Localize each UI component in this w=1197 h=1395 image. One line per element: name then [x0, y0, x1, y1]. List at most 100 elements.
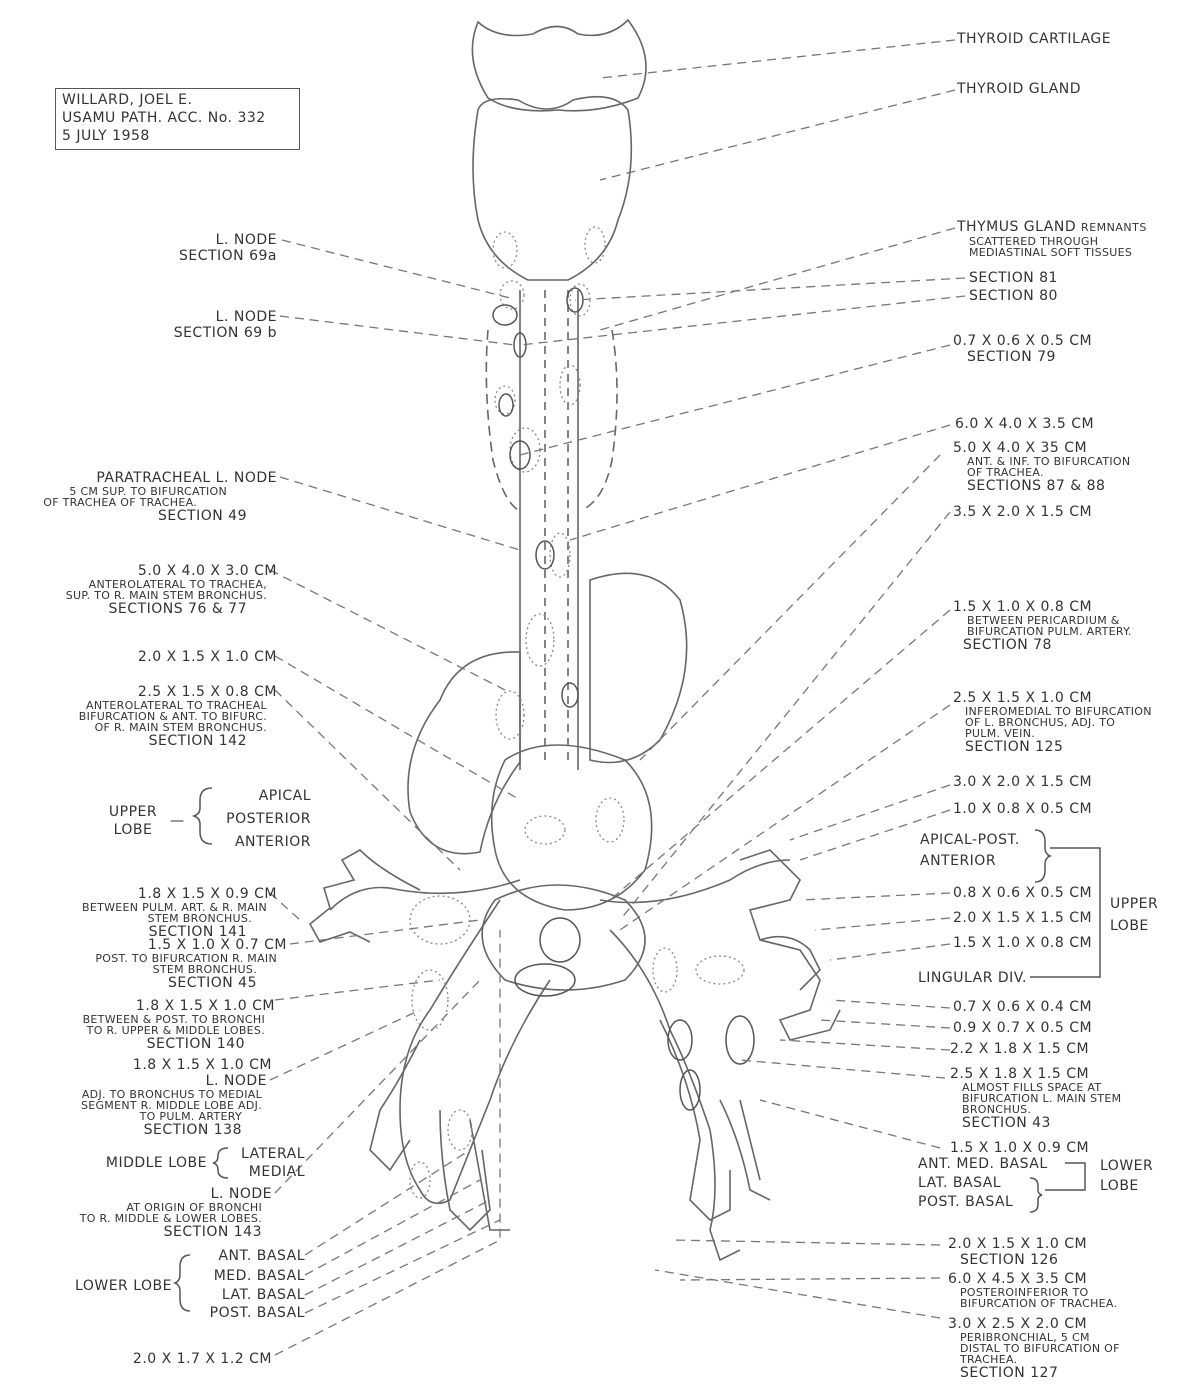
r15-size: 2.5 X 1.8 X 1.5 CM	[950, 1066, 1089, 1082]
r18-note-2: BIFURCATION OF TRACHEA.	[960, 1298, 1117, 1309]
n69b-section: SECTION 69 b	[174, 325, 277, 341]
f-size: 1.8 X 1.5 X 1.0 CM	[83, 998, 275, 1014]
label-thymus: THYMUS GLAND REMNANTS SCATTERED THROUGH …	[957, 219, 1147, 258]
r3-size: 5.0 X 4.0 X 35 CM	[953, 440, 1087, 456]
label-lower-lobe-right: LOWER LOBE	[1100, 1156, 1170, 1196]
node-shape	[499, 394, 513, 416]
leader-line	[570, 425, 950, 540]
c-size: 2.5 X 1.5 X 0.8 CM	[79, 684, 277, 700]
label-r19: 3.0 X 2.5 X 2.0 CM PERIBRONCHIAL, 5 CM D…	[948, 1316, 1120, 1381]
left-main-bronchus	[600, 860, 790, 1260]
leader-line	[275, 656, 520, 800]
node-shape	[696, 956, 744, 984]
label-r3: 5.0 X 4.0 X 35 CM ANT. & INF. TO BIFURCA…	[953, 440, 1130, 494]
label-r7: 3.0 X 2.0 X 1.5 CM	[953, 774, 1092, 790]
left-pulm-mass	[590, 573, 687, 762]
node-shape	[653, 948, 677, 992]
label-r11: 1.5 X 1.0 X 0.8 CM	[953, 935, 1092, 951]
r6-section: SECTION 125	[965, 739, 1152, 755]
leader-line	[780, 1040, 950, 1050]
r5-note-2: BIFURCATION PULM. ARTERY.	[967, 626, 1132, 637]
leader-line	[600, 90, 955, 180]
leader-line	[830, 944, 950, 960]
node-shape	[515, 964, 575, 996]
e-section: SECTION 45	[95, 975, 257, 991]
leader-line	[620, 705, 950, 930]
label-r16: 1.5 X 1.0 X 0.9 CM	[950, 1140, 1089, 1156]
upper-lobe-dash: —	[170, 813, 185, 829]
node-shape	[562, 683, 578, 707]
a-size: 5.0 X 4.0 X 3.0 CM	[66, 563, 277, 579]
leader-line	[275, 980, 440, 1000]
leader-line	[575, 278, 965, 300]
leader-line	[270, 1010, 420, 1080]
brace-right-lower	[1030, 1178, 1042, 1212]
thymus-note-2: MEDIASTINAL SOFT TISSUES	[969, 247, 1147, 258]
thyroid-cartilage-shape	[472, 20, 646, 111]
label-r1: 0.7 X 0.6 X 0.5 CM SECTION 79	[953, 333, 1092, 365]
case-date: 5 JULY 1958	[62, 127, 293, 145]
leader-line	[305, 1180, 480, 1275]
r3-note-2: OF TRACHEA.	[967, 467, 1130, 478]
leader-line	[600, 40, 955, 78]
leader-line	[610, 610, 950, 900]
r17-size: 2.0 X 1.5 X 1.0 CM	[948, 1236, 1087, 1252]
node-shape	[410, 1162, 430, 1198]
right-upper-branches	[310, 850, 420, 942]
leader-line	[820, 1020, 950, 1028]
label-apical-post: APICAL-POST.	[920, 832, 1020, 848]
brace-left-middle	[213, 1148, 228, 1178]
label-a: 5.0 X 4.0 X 3.0 CM ANTEROLATERAL TO TRAC…	[66, 563, 277, 617]
leader-line	[800, 893, 950, 900]
case-accession: USAMU PATH. ACC. No. 332	[62, 109, 293, 127]
label-r8: 1.0 X 0.8 X 0.5 CM	[953, 801, 1092, 817]
r15-section: SECTION 43	[962, 1115, 1121, 1131]
label-upper-lobe-left: UPPER LOBE	[98, 803, 168, 839]
leader-line	[760, 1100, 940, 1148]
leader-line	[520, 296, 965, 345]
label-i: 2.0 X 1.7 X 1.2 CM	[133, 1351, 272, 1367]
d-note-2: STEM BRONCHUS.	[82, 913, 252, 924]
r5-size: 1.5 X 1.0 X 0.8 CM	[953, 599, 1092, 615]
leader-line	[740, 1060, 945, 1078]
brace-left-upper	[194, 788, 212, 844]
label-b: 2.0 X 1.5 X 1.0 CM	[138, 649, 277, 665]
label-r12: 0.7 X 0.6 X 0.4 CM	[953, 999, 1092, 1015]
leader-line	[280, 477, 520, 550]
label-section-81: SECTION 81	[969, 270, 1058, 286]
g-node: L. NODE	[81, 1073, 267, 1089]
e-size: 1.5 X 1.0 X 0.7 CM	[95, 937, 287, 953]
g-size: 1.8 X 1.5 X 1.0 CM	[81, 1057, 272, 1073]
h-node: L. NODE	[80, 1186, 272, 1202]
node-shape	[493, 232, 517, 268]
a-section: SECTIONS 76 & 77	[66, 601, 247, 617]
case-name: WILLARD, JOEL E.	[62, 91, 293, 109]
label-anterior-right: ANTERIOR	[920, 853, 996, 869]
leader-line	[670, 1240, 940, 1245]
a-note-2: SUP. TO R. MAIN STEM BRONCHUS.	[66, 590, 267, 601]
r19-section: SECTION 127	[960, 1365, 1120, 1381]
n69a-section: SECTION 69a	[179, 248, 277, 264]
h-note-2: TO R. MIDDLE & LOWER LOBES.	[80, 1213, 262, 1224]
node-shape	[560, 365, 580, 405]
node-shape	[412, 970, 448, 1030]
thymus-remnants: REMNANTS	[1081, 221, 1147, 234]
thyroid-gland-shape	[473, 97, 631, 280]
leader-line	[600, 228, 955, 330]
leader-line	[680, 1278, 940, 1280]
r19-note-3: TRACHEA.	[960, 1354, 1120, 1365]
label-n69b: L. NODE SECTION 69 b	[174, 309, 277, 341]
label-thyroid-gland: THYROID GLAND	[957, 81, 1081, 97]
label-section-80: SECTION 80	[969, 288, 1058, 304]
label-d: 1.8 X 1.5 X 0.9 CM BETWEEN PULM. ART. & …	[82, 886, 277, 940]
e-note-2: STEM BRONCHUS.	[95, 964, 257, 975]
brace-right-upper	[1035, 830, 1050, 882]
r1-section: SECTION 79	[967, 349, 1092, 365]
label-c: 2.5 X 1.5 X 0.8 CM ANTEROLATERAL TO TRAC…	[79, 684, 277, 749]
leader-line	[270, 570, 505, 690]
g-note-3: TO PULM. ARTERY	[81, 1111, 242, 1122]
node-shape	[550, 533, 570, 577]
label-lat-basal-right: LAT. BASAL	[918, 1175, 1001, 1191]
label-r5: 1.5 X 1.0 X 0.8 CM BETWEEN PERICARDIUM &…	[953, 599, 1132, 653]
node-shape	[510, 428, 540, 472]
